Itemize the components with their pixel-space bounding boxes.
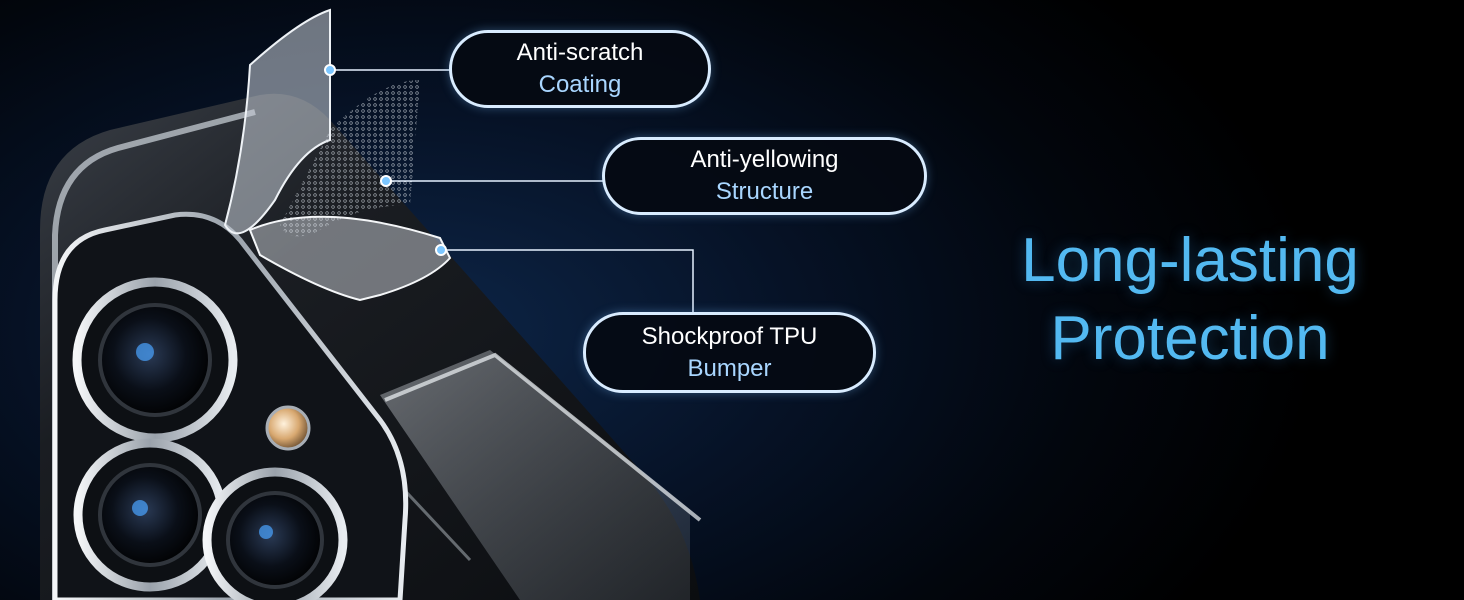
- callout-title: Anti-scratch: [516, 39, 644, 67]
- case-edge-highlight: [52, 109, 256, 600]
- headline-line-1: Long-lasting: [1021, 226, 1359, 295]
- callout-subtitle: Structure: [715, 178, 814, 205]
- anti-scratch-layer: [223, 8, 331, 235]
- flash: [265, 405, 311, 451]
- callout-title: Anti-yellowing: [690, 146, 839, 174]
- headline-line-2: Protection: [1050, 304, 1330, 373]
- callout-title: Shockproof TPU: [641, 322, 818, 350]
- lens-bottom-left: [73, 438, 227, 592]
- phone-case-illustration: [40, 8, 702, 600]
- lens-top: [72, 277, 238, 443]
- anchor-dot: [435, 244, 447, 256]
- callout-anti-yellowing: Anti-yellowing Structure: [602, 137, 927, 215]
- callout-anti-scratch: Anti-scratch Coating: [449, 30, 711, 108]
- anchor-dot: [380, 175, 392, 187]
- headline: Long-lasting Protection: [930, 222, 1450, 378]
- side-bumper: [380, 350, 690, 600]
- lens-bottom-right: [202, 467, 348, 600]
- anti-yellowing-layer: [280, 80, 420, 237]
- callout-shockproof: Shockproof TPU Bumper: [583, 312, 876, 393]
- bumper-layer: [248, 215, 452, 302]
- anchor-dot: [324, 64, 336, 76]
- callout-subtitle: Bumper: [687, 354, 772, 382]
- callout-subtitle: Coating: [538, 71, 622, 98]
